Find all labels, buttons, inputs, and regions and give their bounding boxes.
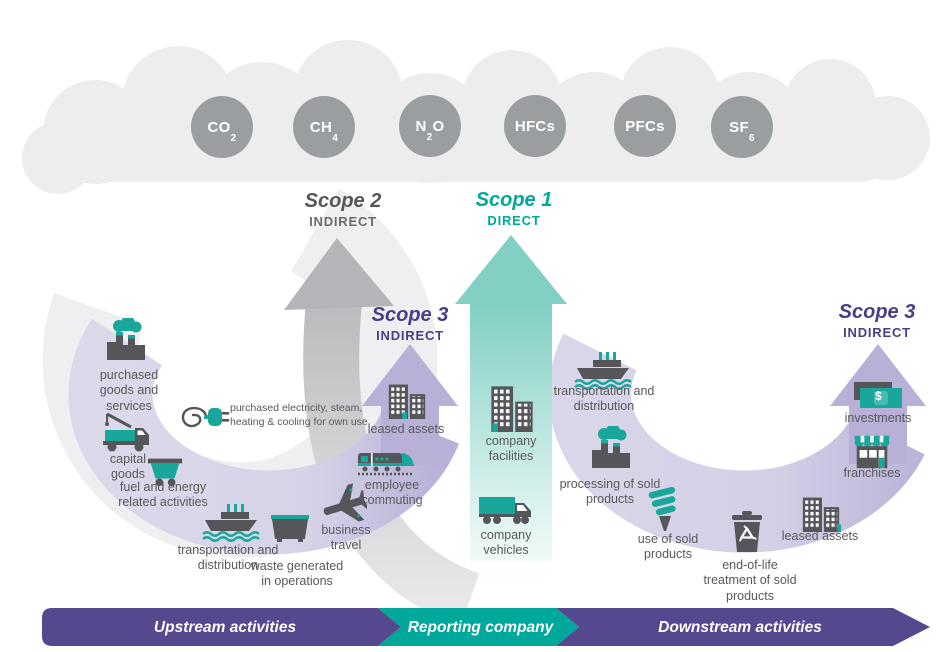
label-purchased-electricity: purchased electricity, steam, heating & …: [230, 402, 368, 428]
label-transportation-distribution-downstream: transportation and distribution: [553, 384, 655, 414]
factory-cloud-icon: [107, 318, 145, 360]
label-leased-assets-upstream: leased assets: [367, 422, 445, 436]
office-buildings-icon: [802, 497, 842, 532]
label-investments: investments: [844, 411, 912, 425]
label-business-travel: business travel: [321, 523, 371, 553]
money-bills-icon: [854, 382, 902, 408]
company-facilities-icon: [491, 386, 533, 432]
label-fuel-energy-activities: fuel and energy related activities: [118, 480, 208, 510]
label-company-facilities: company facilities: [485, 434, 537, 464]
company-vehicle-truck-icon: [479, 497, 531, 524]
label-processing-sold-products: processing of sold products: [559, 477, 661, 507]
label-company-vehicles: company vehicles: [480, 528, 532, 558]
bar-reporting-company: Reporting company: [407, 619, 554, 636]
mining-cart-icon: [147, 458, 183, 487]
cfl-bulb-icon: [648, 487, 676, 531]
recycle-bin-icon: [732, 511, 762, 552]
label-purchased-goods-services: purchased goods and services: [99, 368, 159, 413]
cargo-ship-icon: [574, 352, 632, 390]
bar-upstream-activities: Upstream activities: [153, 619, 297, 636]
bottom-bar: [42, 608, 930, 646]
dumpster-icon: [271, 515, 309, 542]
storefront-icon: [854, 435, 890, 469]
upstream-band: [68, 318, 460, 555]
bar-downstream-activities: Downstream activities: [658, 619, 822, 636]
label-end-of-life-treatment: end-of-life treatment of sold products: [703, 558, 797, 603]
downstream-band: [548, 333, 925, 553]
crane-truck-icon: [103, 412, 149, 452]
clouds: [22, 40, 930, 194]
label-franchises: franchises: [843, 466, 901, 480]
factory-cloud-icon: [592, 426, 630, 468]
dollar-sign: $: [875, 389, 882, 403]
label-use-of-sold-products: use of sold products: [637, 532, 699, 562]
office-buildings-icon: [388, 384, 426, 419]
plug-icon: [181, 406, 229, 428]
gas-hfcs: HFCs: [504, 95, 566, 157]
label-employee-commuting: employee commuting: [361, 478, 423, 508]
label-capital-goods: capital goods: [109, 452, 147, 482]
train-icon: [358, 453, 414, 476]
label-leased-assets-downstream: leased assets: [781, 529, 859, 543]
cargo-ship-icon: [202, 504, 260, 542]
gas-pfcs: PFCs: [614, 95, 676, 157]
label-waste-generated: waste generated in operations: [250, 559, 344, 589]
airplane-icon: [323, 483, 367, 522]
label-transportation-distribution-upstream: transportation and distribution: [177, 543, 279, 573]
